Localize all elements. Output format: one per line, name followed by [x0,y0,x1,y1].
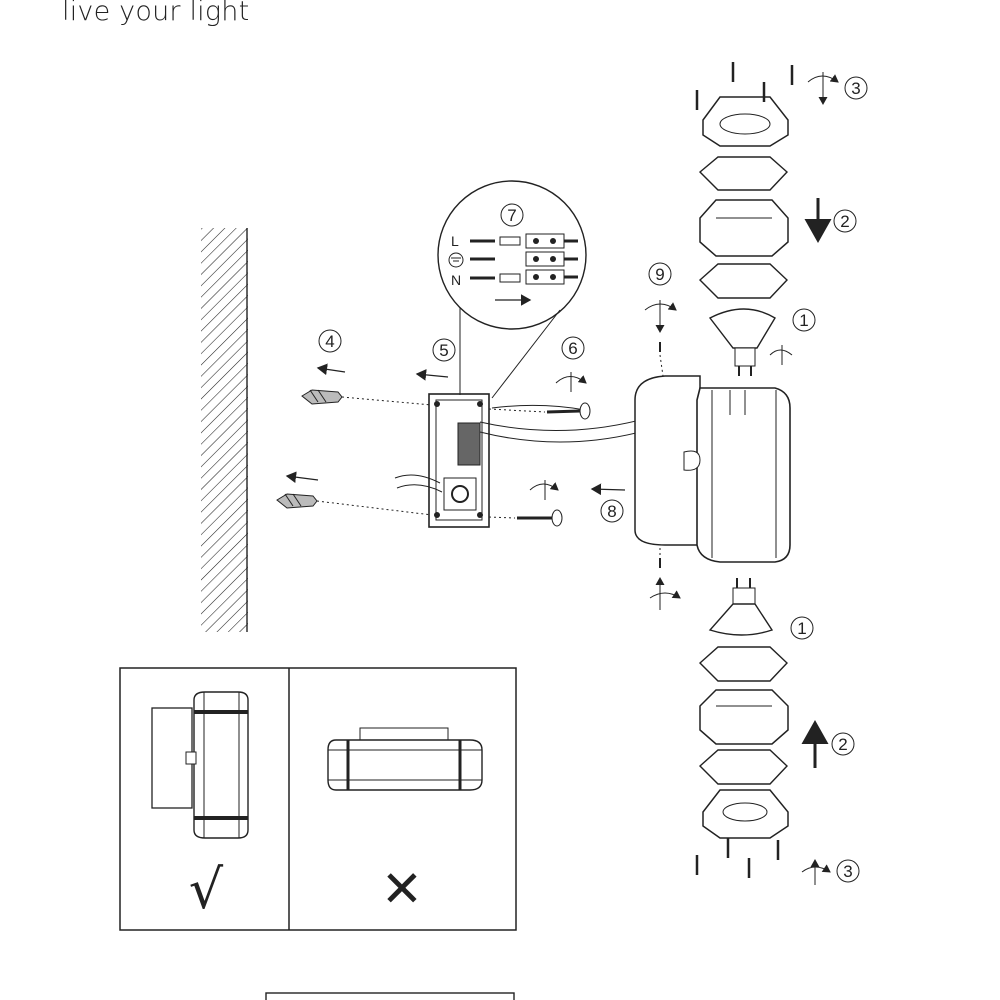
gasket [698,646,788,682]
step-label: 9 [655,265,664,284]
gasket [698,749,788,785]
step-callout: 2 [833,209,857,233]
wiring-detail: L N [437,180,587,399]
frame-ring [699,689,789,745]
rotate-icon [649,577,681,610]
step-callout: 9 [648,262,672,286]
step-callout: 4 [318,329,342,353]
step-callout: 5 [432,338,456,362]
frame-ring [699,199,789,257]
step-callout: 3 [844,76,868,100]
arrow-icon [285,471,319,483]
step-callout: 1 [792,308,816,332]
bottom-panel-edge [265,992,515,1000]
wall-plug [301,389,343,405]
arrow-icon [316,363,346,376]
bulb-bottom [708,578,774,636]
step-label: 6 [568,339,577,358]
rotate-icon [801,859,831,885]
lamp-vertical-correct [151,691,249,839]
step-callout: 3 [836,859,860,883]
brand-tagline: live your light [62,0,250,27]
gasket [698,156,789,191]
step-label: 1 [799,311,808,330]
arrow-icon [415,369,449,381]
step-callout: 6 [561,336,585,360]
step-label: 7 [507,206,516,225]
step-callout: 1 [790,616,814,640]
bulb-top [708,308,776,376]
check-icon: √ [189,858,224,921]
rotate-icon [769,345,793,365]
rotate-icon [529,480,559,500]
screw-set [695,62,794,110]
step-label: 3 [843,862,852,881]
rotate-icon [644,300,677,333]
bottom-cover [702,789,789,839]
ground-icon [448,252,464,268]
top-cover [702,96,789,147]
wiring-label-neutral: N [451,272,461,288]
step-label: 3 [851,79,860,98]
screw [546,402,591,420]
step-label: 4 [325,332,334,351]
mounting-plate [394,393,490,528]
step-label: 1 [797,619,806,638]
step-label: 2 [838,735,847,754]
step-callout: 2 [831,732,855,756]
gasket [698,263,788,299]
wiring-label-live: L [451,233,459,249]
wall [201,228,248,632]
screw [517,509,563,527]
lamp-housing [634,375,791,563]
arrow-icon [590,483,626,496]
step-label: 2 [840,212,849,231]
step-label: 8 [607,502,616,521]
rotate-icon [807,72,839,105]
wall-plug [276,493,318,509]
screw-set [695,838,780,878]
lamp-horizontal-wrong [327,727,483,791]
cross-icon: ✕ [381,860,423,918]
step-callout: 8 [600,499,624,523]
step-label: 5 [439,341,448,360]
step-callout: 7 [500,203,524,227]
rotate-icon [555,372,587,392]
